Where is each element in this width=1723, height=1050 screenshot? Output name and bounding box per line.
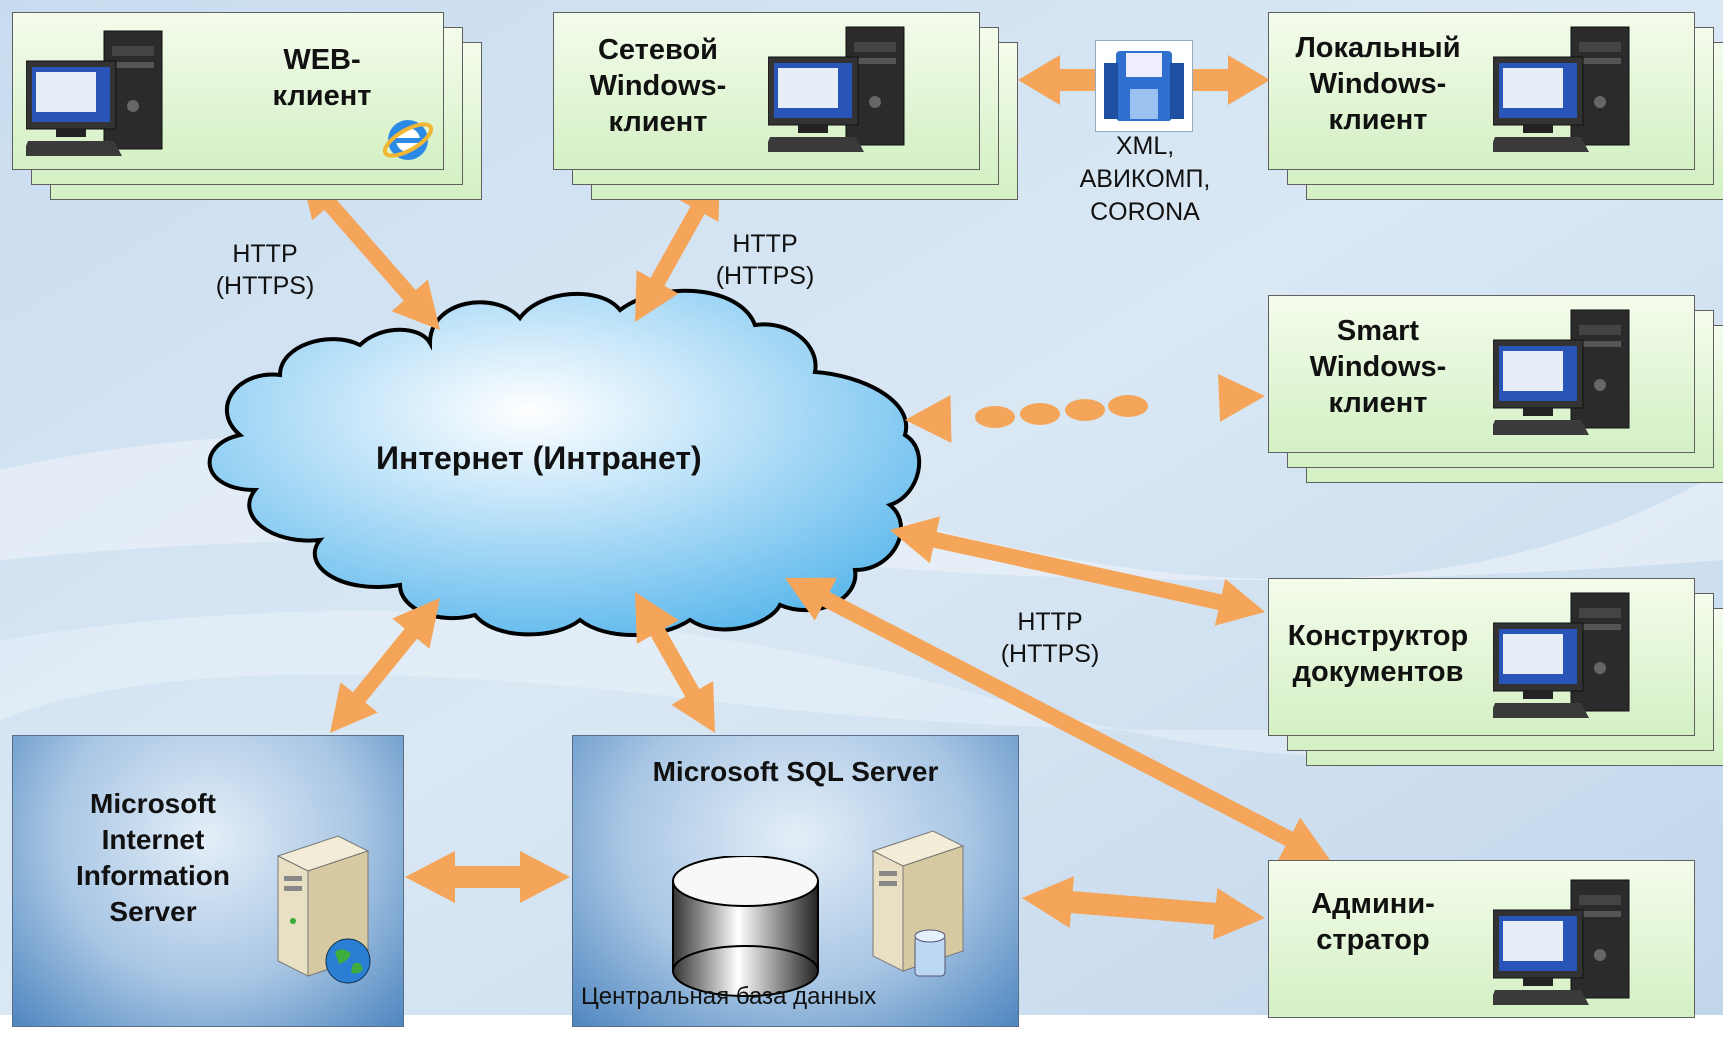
desktop-computer-icon: [1489, 588, 1663, 728]
globe-icon: [325, 938, 371, 984]
desktop-computer-icon: [764, 22, 938, 162]
database-caption: Центральная база данных: [581, 983, 877, 1010]
database-icon: [672, 856, 819, 997]
arrow-head: [905, 395, 952, 444]
client-administrator: Админи- стратор: [1268, 860, 1723, 1050]
server-iis-label: Microsoft Internet Information Server: [76, 788, 230, 927]
client-web-label: WEB- клиент: [272, 44, 372, 112]
double-arrow: [785, 577, 1330, 861]
internet-cloud: [207, 288, 922, 637]
client-smart-windows: Smart Windows- клиент: [1268, 295, 1723, 485]
double-arrow: [890, 516, 1265, 626]
double-arrow: [300, 170, 440, 330]
double-arrow: [635, 592, 715, 733]
double-arrow: [405, 851, 570, 903]
connection-layer: [207, 55, 1330, 940]
internet-explorer-icon: [382, 120, 434, 160]
client-network-windows-label: Сетевой Windows- клиент: [589, 34, 727, 138]
server-sql-label: Microsoft SQL Server: [652, 756, 939, 787]
floppy-disk-icon: [1095, 40, 1193, 132]
double-arrow: [330, 598, 440, 733]
client-web: WEB- клиент: [12, 12, 482, 202]
client-smart-windows-label: Smart Windows- клиент: [1309, 315, 1447, 419]
protocol-label-web: HTTP (HTTPS): [215, 240, 315, 300]
client-administrator-label: Админи- стратор: [1311, 888, 1435, 956]
client-network-windows: Сетевой Windows- клиент: [553, 12, 1023, 202]
protocol-label-exchange: XML, АВИКОМП, CORONA: [1079, 132, 1211, 226]
client-doc-constructor-label: Конструктор документов: [1287, 620, 1469, 688]
desktop-computer-icon: [1489, 22, 1663, 162]
double-arrow: [1022, 876, 1265, 940]
cloud-label: Интернет (Интранет): [376, 440, 702, 476]
arrow-head: [1218, 373, 1265, 422]
server-icon: [871, 830, 965, 977]
desktop-computer-icon: [1489, 875, 1663, 1015]
client-network-windows-card: [553, 12, 980, 170]
server-sql: Microsoft SQL Server Центральная база да…: [572, 735, 1019, 1027]
dashed-arrow-segment: [1065, 399, 1105, 421]
client-local-windows: Локальный Windows- клиент: [1268, 12, 1723, 202]
dashed-arrow-segment: [1020, 403, 1060, 425]
double-arrow: [635, 170, 720, 322]
protocol-label-right: HTTP (HTTPS): [1000, 608, 1100, 668]
protocol-label-network: HTTP (HTTPS): [715, 230, 815, 290]
desktop-computer-icon: [1489, 305, 1663, 445]
dashed-arrow-segment: [1108, 395, 1148, 417]
dashed-arrow-segment: [975, 406, 1015, 428]
server-iis: Microsoft Internet Information Server: [12, 735, 404, 1027]
client-doc-constructor: Конструктор документов: [1268, 578, 1723, 768]
client-local-windows-label: Локальный Windows- клиент: [1295, 32, 1461, 136]
desktop-computer-icon: [22, 26, 196, 166]
